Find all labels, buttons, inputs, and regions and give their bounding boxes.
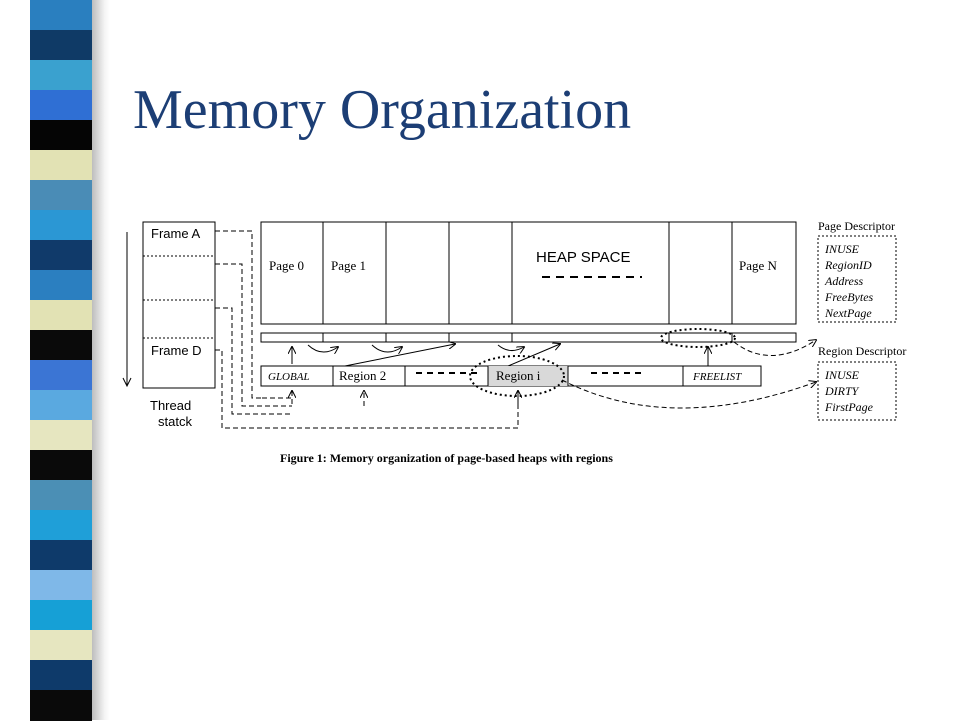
region-descriptor-field: INUSE <box>824 368 860 382</box>
strip-block <box>30 570 92 601</box>
strip-block <box>30 0 92 31</box>
strip-block <box>30 210 92 241</box>
decorative-color-strip <box>30 0 92 721</box>
global-region-label: GLOBAL <box>268 371 310 383</box>
figure-caption: Figure 1: Memory organization of page-ba… <box>280 451 613 465</box>
strip-block <box>30 630 92 661</box>
region-i-label: Region i <box>496 368 541 383</box>
thread-stack-label: Thread <box>150 398 191 413</box>
strip-block <box>30 90 92 121</box>
page-descriptor-callout-ellipse <box>660 328 736 348</box>
strip-block <box>30 330 92 361</box>
freelist-label: FREELIST <box>692 371 742 383</box>
heap-space-label: HEAP SPACE <box>536 249 630 266</box>
page-descriptor-field: Address <box>824 274 864 288</box>
region-descriptor-box <box>817 361 897 421</box>
region-descriptor-field: FirstPage <box>824 400 874 414</box>
heap-space-box <box>260 221 797 325</box>
memory-organization-diagram: Frame A Frame D Thread statck Page 0 Pag… <box>122 219 906 465</box>
heap-pages: Page 0 Page 1 HEAP SPACE Page N <box>260 221 797 325</box>
callout-arrows <box>292 340 816 409</box>
page-descriptor-box <box>817 235 897 323</box>
page-descriptor-title: Page Descriptor <box>818 219 895 233</box>
frame-connectors <box>215 230 519 429</box>
strip-block <box>30 540 92 571</box>
frame-a-label: Frame A <box>151 226 200 241</box>
page-descriptor-field: NextPage <box>824 306 872 320</box>
strip-block <box>30 30 92 61</box>
thread-stack-label: statck <box>158 414 192 429</box>
strip-block <box>30 450 92 481</box>
region-descriptor-field: DIRTY <box>824 384 860 398</box>
slide-title: Memory Organization <box>133 79 632 141</box>
frame-d-label: Frame D <box>151 343 202 358</box>
strip-block <box>30 660 92 691</box>
page-descriptor-field: INUSE <box>824 242 860 256</box>
strip-block <box>30 510 92 541</box>
page-1-label: Page 1 <box>331 258 366 273</box>
strip-block <box>30 60 92 91</box>
strip-block <box>30 360 92 391</box>
strip-block <box>30 270 92 301</box>
region-i-callout-ellipse <box>469 355 565 397</box>
strip-block <box>30 150 92 181</box>
page-link-arrows <box>292 344 708 367</box>
region-i-highlight <box>488 366 568 386</box>
page-descriptor: Page Descriptor INUSE RegionID Address F… <box>817 219 897 323</box>
strip-block <box>30 480 92 511</box>
stack-arrowhead <box>122 377 132 388</box>
strip-block <box>30 300 92 331</box>
strip-block <box>30 390 92 421</box>
strip-block <box>30 180 92 211</box>
thread-stack: Frame A Frame D Thread statck <box>122 221 216 429</box>
thread-stack-box <box>142 221 216 389</box>
page-descriptor-field: FreeBytes <box>824 290 874 304</box>
page-0-label: Page 0 <box>269 258 304 273</box>
region-descriptor-title: Region Descriptor <box>818 344 906 358</box>
strip-block <box>30 690 92 721</box>
region-2-label: Region 2 <box>339 368 386 383</box>
strip-shadow <box>92 0 110 720</box>
page-descriptor-field: RegionID <box>824 258 872 272</box>
strip-block <box>30 120 92 151</box>
strip-block <box>30 420 92 451</box>
region-table: GLOBAL Region 2 Region i FREELIST <box>260 365 762 387</box>
page-n-label: Page N <box>739 258 778 273</box>
region-descriptor: Region Descriptor INUSE DIRTY FirstPage <box>817 344 906 421</box>
strip-block <box>30 600 92 631</box>
page-descriptor-bar <box>260 332 797 343</box>
strip-block <box>30 240 92 271</box>
